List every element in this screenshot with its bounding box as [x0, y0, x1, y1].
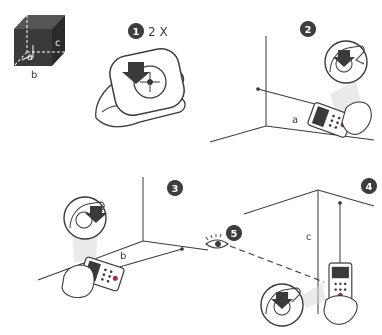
- step-3: 3 b: [38, 177, 208, 298]
- sight-line: [230, 246, 324, 282]
- zoom-circle: [64, 197, 107, 239]
- step-4: 4 c: [244, 178, 377, 326]
- cube-label-b: b: [31, 70, 37, 81]
- cube-label-c: c: [55, 38, 61, 49]
- hand-icon: [62, 265, 94, 297]
- step-3-number: 3: [172, 184, 179, 195]
- step-2-number: 2: [305, 25, 312, 36]
- step-1-caption: 2 X: [148, 25, 168, 39]
- step-2: 2 a: [210, 21, 374, 142]
- cube-icon: a c b: [14, 15, 65, 81]
- room-corner-3: [38, 177, 208, 280]
- wall-label-b: b: [120, 251, 126, 262]
- step-1: 1 2 X: [96, 23, 188, 127]
- zoom-circle: [261, 284, 303, 326]
- cube-label-a: a: [27, 52, 33, 63]
- wall-label-c: c: [306, 232, 312, 243]
- step-5-number: 5: [231, 229, 238, 240]
- hand-icon: [324, 296, 357, 325]
- step-1-number: 1: [133, 27, 140, 38]
- zoom-circle: [325, 41, 367, 83]
- eye-icon: [206, 234, 228, 248]
- wall-label-a: a: [292, 115, 298, 126]
- step-4-number: 4: [366, 182, 373, 193]
